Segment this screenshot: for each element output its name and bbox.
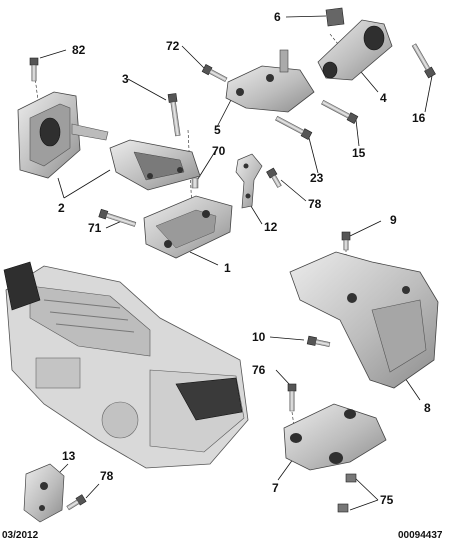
bolt-78-lower — [66, 494, 87, 511]
part-6-clip — [325, 7, 345, 27]
part-13-plate — [23, 463, 65, 523]
nuts-75 — [337, 473, 357, 513]
bolt-82 — [29, 57, 39, 82]
callout-4: 4 — [380, 91, 387, 105]
footer-reference-number: 00094437 — [398, 530, 443, 541]
callout-72: 72 — [166, 39, 180, 53]
callout-76: 76 — [252, 363, 266, 377]
callout-23: 23 — [310, 171, 324, 185]
callout-13: 13 — [62, 449, 76, 463]
part-2-engine-mount-left — [17, 91, 109, 179]
bolt-72 — [201, 64, 228, 83]
callout-82: 82 — [72, 43, 86, 57]
bolt-76 — [287, 383, 297, 412]
bolt-16 — [411, 43, 436, 79]
callout-12: 12 — [264, 220, 278, 234]
bolt-9 — [341, 231, 351, 251]
callout-8: 8 — [424, 401, 431, 415]
bolt-23 — [275, 115, 313, 140]
part-2-bracket — [109, 139, 201, 191]
callout-15: 15 — [352, 146, 366, 160]
engine-gearbox-assembly — [3, 261, 249, 469]
callout-6: 6 — [274, 10, 281, 24]
callout-71: 71 — [88, 221, 102, 235]
part-7-lower-support — [283, 403, 387, 471]
callout-75: 75 — [380, 493, 394, 507]
part-12-bracket — [235, 153, 263, 209]
callout-7: 7 — [272, 481, 279, 495]
callout-5: 5 — [214, 123, 221, 137]
callout-10: 10 — [252, 330, 266, 344]
bolt-3 — [167, 93, 181, 137]
callout-9: 9 — [390, 213, 397, 227]
callout-3: 3 — [122, 72, 129, 86]
callout-16: 16 — [412, 111, 426, 125]
callout-2: 2 — [58, 201, 65, 215]
part-8-gearbox-bracket — [289, 251, 439, 389]
pin-70 — [191, 177, 199, 189]
bolt-78-upper — [266, 167, 282, 188]
bolt-15 — [321, 99, 359, 124]
callout-1: 1 — [224, 261, 231, 275]
callout-70: 70 — [212, 144, 226, 158]
part-5-upper-mount — [225, 49, 315, 113]
footer-date: 03/2012 — [2, 530, 39, 541]
part-1-mount-body — [143, 195, 233, 259]
bolt-10 — [306, 335, 331, 348]
callout-78-upper: 78 — [308, 197, 322, 211]
part-4-torque-rod — [317, 19, 393, 81]
bolt-71 — [98, 208, 137, 227]
callout-78-lower: 78 — [100, 469, 114, 483]
